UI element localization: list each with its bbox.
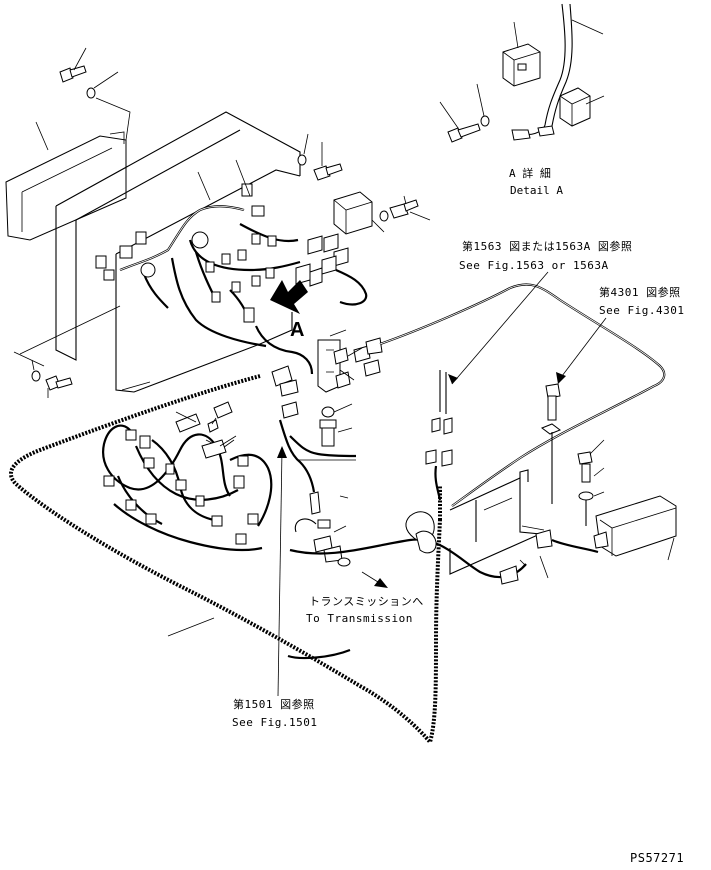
ref-fig-4301-en: See Fig.4301 <box>599 304 685 317</box>
connector-icon <box>103 475 115 487</box>
drawing-number: PS57271 <box>630 851 685 865</box>
arrow-head-icon <box>374 578 388 588</box>
view-arrow-icon <box>270 280 308 314</box>
connector-icon <box>119 245 133 259</box>
center-connectors <box>205 325 383 567</box>
detail-a-group <box>439 3 605 143</box>
ref-fig-1563-en: See Fig.1563 or 1563A <box>459 259 609 272</box>
connector-icon <box>231 281 241 293</box>
connector-icon <box>267 235 277 247</box>
connector-icon <box>251 275 261 287</box>
arrow-head-icon <box>277 446 287 458</box>
panel-cover <box>5 47 131 241</box>
arrow-head-icon <box>556 372 566 384</box>
washer-icon <box>379 210 389 222</box>
detail-title-ja: A 詳 細 <box>509 166 551 180</box>
detail-title-en: Detail A <box>510 184 563 197</box>
bolt-icon <box>545 383 561 399</box>
connector-icon <box>265 267 275 279</box>
bolt-icon <box>59 67 74 83</box>
mounting-bracket <box>449 477 543 575</box>
connector-icon <box>211 515 223 527</box>
bolt-icon <box>577 451 593 465</box>
washer-icon <box>31 370 41 382</box>
connector-icon <box>139 435 151 449</box>
connector-icon <box>135 231 147 245</box>
dashboard-frame <box>13 111 431 398</box>
ref-fig-1563-ja: 第1563 図または1563A 図参照 <box>462 240 633 253</box>
connector-icon <box>251 205 265 217</box>
connector-icon <box>247 513 259 525</box>
harness-main-loop <box>9 374 442 747</box>
ref-transmission-ja: トランスミッションへ <box>309 595 424 608</box>
left-harness-cluster <box>102 411 273 552</box>
connector-icon <box>235 533 247 545</box>
connector-icon <box>251 233 261 245</box>
connector-icon <box>95 255 107 269</box>
ref-fig-1501-ja: 第1501 図参照 <box>233 698 315 711</box>
connector-icon <box>237 249 247 261</box>
connector-icon <box>195 495 205 507</box>
connector-icon <box>221 253 231 265</box>
relay-icon <box>559 87 591 127</box>
grommet-icon <box>415 530 437 554</box>
washer-icon <box>578 491 594 501</box>
grommet-icon <box>140 262 156 278</box>
arrow-head-icon <box>448 374 458 384</box>
bolt-icon <box>389 203 409 219</box>
ref-transmission-en: To Transmission <box>306 612 413 625</box>
reference-arrows <box>167 271 607 697</box>
ref-fig-4301-ja: 第4301 図参照 <box>599 286 681 299</box>
washer-icon <box>540 423 562 435</box>
view-marker-a: A <box>290 319 304 341</box>
connector-icon <box>237 455 249 467</box>
connector-icon <box>233 475 245 489</box>
connector-icon <box>143 457 155 469</box>
controller-box <box>333 191 373 235</box>
washer-icon <box>297 154 307 166</box>
bolt-icon <box>321 425 335 447</box>
right-harness <box>287 283 677 660</box>
washer-icon <box>86 87 96 99</box>
connector-icon <box>165 463 175 475</box>
washer-icon <box>321 406 335 418</box>
washer-icon <box>337 557 351 567</box>
connector-icon <box>241 183 253 197</box>
connector-icon <box>103 269 115 281</box>
connector-icon <box>205 261 215 273</box>
bolt-icon <box>213 401 233 419</box>
connector-icon <box>125 429 137 441</box>
washer-icon <box>480 115 490 127</box>
connector-icon <box>243 307 255 323</box>
connector-icon <box>211 291 221 303</box>
connector-icon <box>145 513 157 525</box>
connector-icon <box>125 499 137 511</box>
ref-fig-1501-en: See Fig.1501 <box>232 716 318 729</box>
foot-switch-pad <box>595 495 677 557</box>
connector-icon <box>175 479 187 491</box>
grommet-icon <box>191 231 209 249</box>
